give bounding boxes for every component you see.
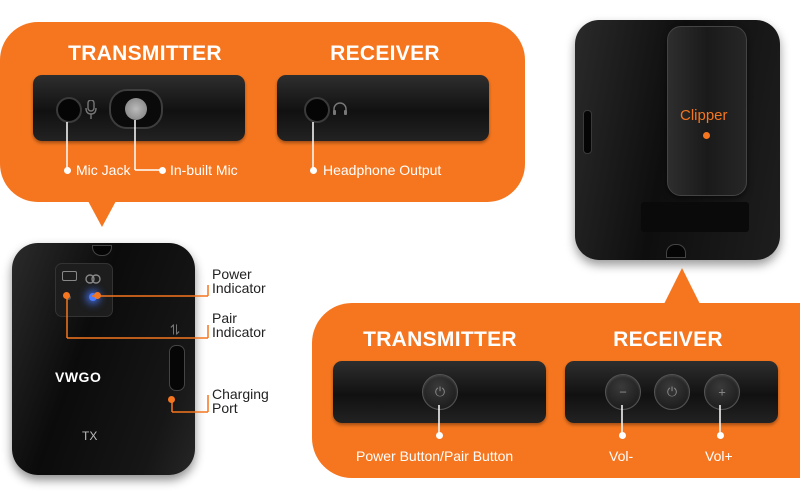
charging-port-dot bbox=[168, 396, 175, 403]
clipper-label: Clipper bbox=[680, 107, 728, 124]
transmitter-top-view bbox=[33, 75, 245, 141]
top-transmitter-title: TRANSMITTER bbox=[68, 42, 222, 65]
power-indicator-dot bbox=[94, 292, 101, 299]
plus-icon: + bbox=[718, 384, 726, 400]
bottom-jack bbox=[666, 244, 686, 258]
vol-minus-label: Vol- bbox=[609, 448, 634, 464]
headphone-icon bbox=[332, 101, 348, 115]
power-indicator-led bbox=[89, 293, 97, 301]
headphone-output-label: Headphone Output bbox=[323, 162, 442, 178]
clipper bbox=[667, 26, 747, 196]
bottom-leader-lines bbox=[438, 405, 721, 435]
mic-jack-dot bbox=[64, 167, 71, 174]
mic-jack-port bbox=[56, 97, 82, 123]
inbuilt-mic-grille bbox=[109, 89, 163, 129]
mic-icon bbox=[85, 99, 97, 120]
vol-plus-button[interactable]: + bbox=[704, 374, 740, 410]
bottom-transmitter-title: TRANSMITTER bbox=[363, 328, 517, 351]
indicator-panel bbox=[55, 263, 113, 317]
bottom-callout-pointer bbox=[664, 268, 700, 304]
vol-minus-dot bbox=[619, 432, 626, 439]
mic-jack-label: Mic Jack bbox=[76, 162, 131, 178]
pair-indicator-label: Pair Indicator bbox=[212, 310, 266, 340]
vol-plus-label: Vol+ bbox=[705, 448, 733, 464]
power-icon: ⏻ bbox=[434, 384, 446, 399]
transmitter-front: VWGO TX ⇌ bbox=[12, 243, 195, 475]
pair-indicator-dot bbox=[63, 292, 70, 299]
front-leader-lines bbox=[66, 285, 209, 413]
battery-icon bbox=[62, 271, 77, 281]
power-indicator-label: Power Indicator bbox=[212, 266, 266, 296]
vol-minus-button[interactable]: − bbox=[605, 374, 641, 410]
receiver-back bbox=[575, 20, 780, 260]
top-leader-lines bbox=[66, 120, 314, 171]
side-slot bbox=[583, 110, 592, 154]
charging-port bbox=[169, 345, 185, 391]
charging-port-label: Charging Port bbox=[212, 386, 269, 416]
power-button-dot bbox=[436, 432, 443, 439]
pair-link-icon bbox=[85, 271, 101, 289]
power-icon: ⏻ bbox=[666, 384, 678, 399]
brand-logo: VWGO bbox=[55, 369, 102, 385]
receiver-power-button[interactable]: ⏻ bbox=[654, 374, 690, 410]
headphone-jack-port bbox=[304, 97, 330, 123]
vol-plus-dot bbox=[717, 432, 724, 439]
power-pair-button[interactable]: ⏻ bbox=[422, 374, 458, 410]
clipper-dot bbox=[703, 132, 710, 139]
headphone-output-dot bbox=[310, 167, 317, 174]
grip-strip bbox=[641, 202, 749, 232]
top-receiver-title: RECEIVER bbox=[330, 42, 440, 65]
inbuilt-mic-label: In-built Mic bbox=[170, 162, 238, 178]
receiver-side-view: − ⏻ + bbox=[565, 361, 778, 423]
inbuilt-mic-dot bbox=[159, 167, 166, 174]
model-label: TX bbox=[82, 429, 98, 443]
power-button-label: Power Button/Pair Button bbox=[356, 448, 514, 464]
top-callout-pointer bbox=[88, 201, 116, 227]
minus-icon: − bbox=[619, 384, 627, 400]
bottom-receiver-title: RECEIVER bbox=[613, 328, 723, 351]
